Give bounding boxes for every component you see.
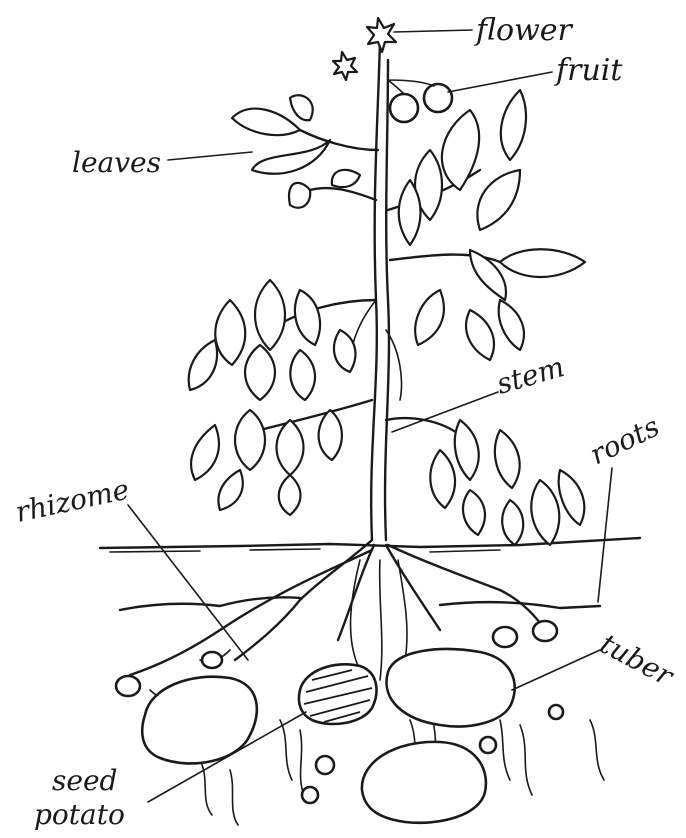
label-fruit: fruit bbox=[554, 53, 623, 88]
label-stem: stem bbox=[493, 350, 568, 401]
leader-flower bbox=[394, 30, 472, 32]
fruit bbox=[388, 80, 452, 122]
label-seed: seed bbox=[52, 764, 117, 797]
leaves-middle-left bbox=[189, 280, 376, 515]
leader-tuber bbox=[512, 650, 600, 690]
seed-potato bbox=[299, 664, 377, 724]
label-tuber: tuber bbox=[595, 627, 680, 693]
leader-rhizome bbox=[128, 505, 248, 660]
leader-leaves bbox=[168, 152, 252, 160]
label-flower: flower bbox=[474, 13, 574, 48]
leaves-upper-right bbox=[388, 90, 585, 360]
leader-fruit bbox=[448, 72, 552, 92]
label-rhizome: rhizome bbox=[13, 473, 132, 529]
leaves-upper-left bbox=[232, 95, 378, 207]
label-leaves: leaves bbox=[72, 146, 161, 179]
leaves-lower-right bbox=[386, 418, 584, 545]
leader-roots bbox=[598, 468, 612, 602]
label-potato: potato bbox=[34, 798, 125, 831]
flower bbox=[333, 18, 396, 80]
label-roots: roots bbox=[585, 410, 665, 472]
